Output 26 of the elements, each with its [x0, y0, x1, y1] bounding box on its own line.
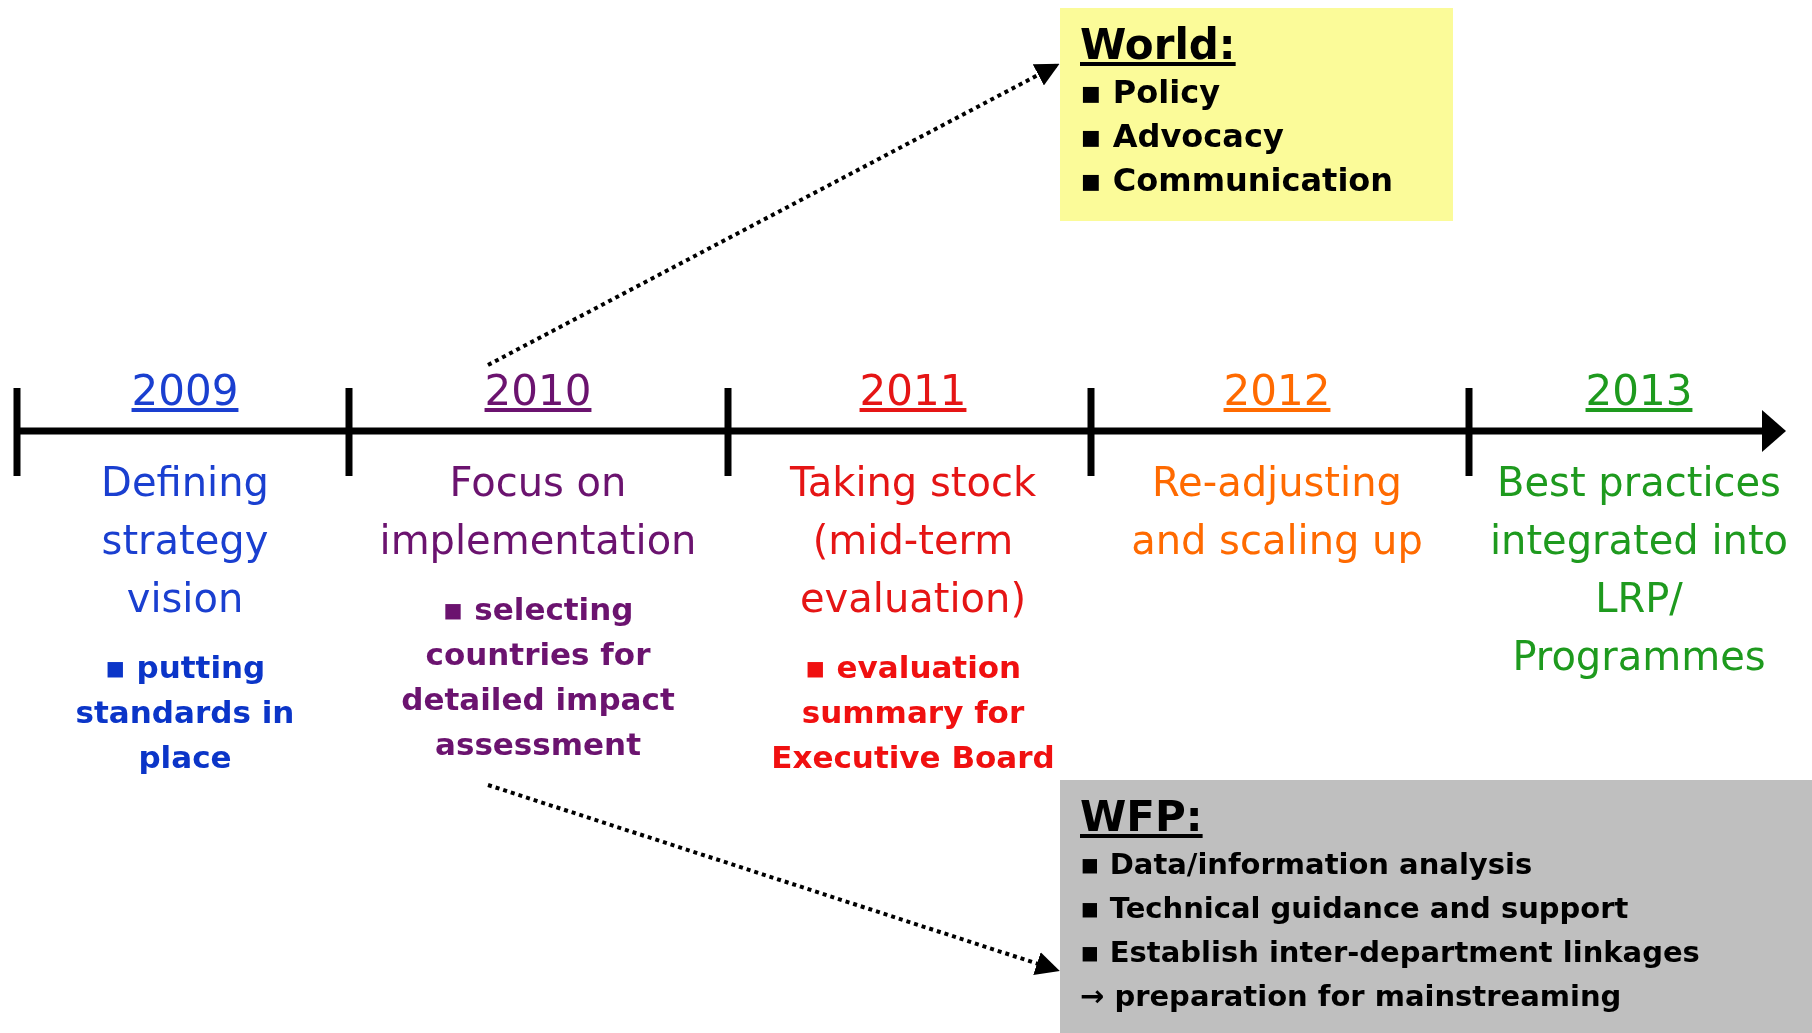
year-label: 2013	[1585, 365, 1693, 417]
period-heading: Defining strategy vision	[100, 458, 270, 623]
bullet-item: ▪ Establish inter-department linkages	[1080, 934, 1701, 971]
bullet-text: ▪ putting standards in place	[74, 648, 296, 777]
bullet-item: ▪ Policy	[1080, 72, 1222, 113]
bullet-item: ▪ Data/information analysis	[1080, 846, 1534, 883]
bullet-item: ▪ Advocacy	[1080, 116, 1285, 157]
period-heading: Taking stock (mid-term evaluation)	[788, 458, 1038, 623]
year-label: 2010	[484, 365, 592, 417]
bullet-text: ▪ evaluation summary for Executive Board	[770, 648, 1056, 777]
year-label: 2011	[859, 365, 967, 417]
bullet-item: → preparation for mainstreaming	[1080, 978, 1623, 1015]
box-heading: WFP:	[1080, 792, 1203, 842]
bullet-text: ▪ selecting countries for detailed impact assessment	[400, 590, 676, 764]
period-heading: Best practices integrated into LRP/ Programmes	[1488, 458, 1790, 681]
period-heading: Re-adjusting and scaling up	[1130, 458, 1424, 565]
year-label: 2009	[131, 365, 239, 417]
year-label: 2012	[1223, 365, 1331, 417]
note-box	[1060, 780, 1812, 1033]
box-heading: World:	[1080, 20, 1236, 70]
note-box	[1060, 8, 1453, 221]
bullet-item: ▪ Technical guidance and support	[1080, 890, 1630, 927]
dotted-arrow	[487, 783, 1060, 975]
period-heading: Focus on implementation	[378, 458, 698, 565]
bullet-item: ▪ Communication	[1080, 160, 1395, 201]
dotted-arrow	[487, 63, 1060, 367]
